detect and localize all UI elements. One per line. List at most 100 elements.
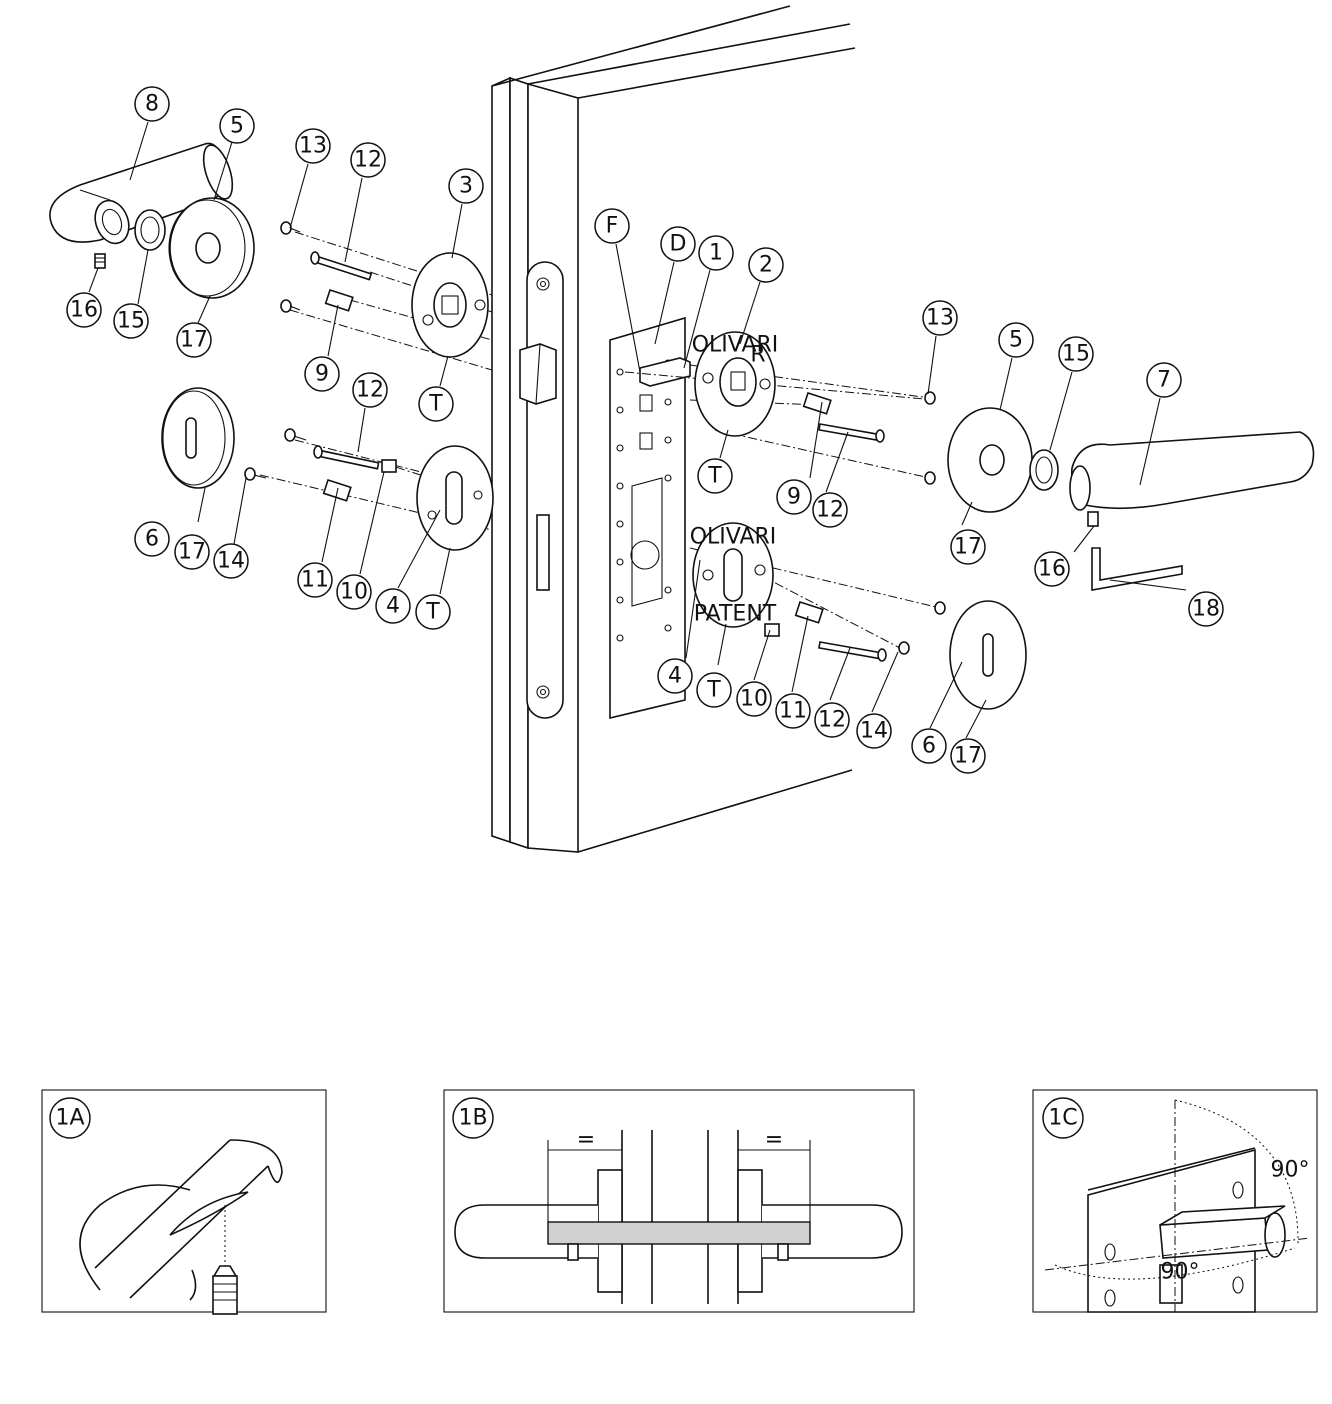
callout-13-left: 13: [295, 128, 331, 164]
left-lower-screws: [244, 428, 397, 502]
callout-T-right-upper: T: [697, 458, 733, 494]
callout-6-left: 6: [134, 521, 170, 557]
left-rose-base-4: [416, 445, 494, 551]
callout-1: 1: [698, 235, 734, 271]
callout-D: D: [660, 226, 696, 262]
svg-text:3: 3: [459, 174, 473, 199]
panel-1A: 1A: [41, 1089, 327, 1315]
svg-text:16: 16: [1038, 557, 1066, 582]
left-screws: [280, 221, 373, 313]
door: [491, 5, 856, 853]
callout-14-left: 14: [213, 543, 249, 579]
callout-12-left-upper: 12: [350, 142, 386, 178]
angle-top: 90°: [1271, 1158, 1310, 1183]
callout-17-right-upper: 17: [950, 529, 986, 565]
lock-faceplate: [526, 261, 564, 719]
angle-bottom: 90°: [1161, 1260, 1200, 1285]
svg-text:T: T: [425, 600, 440, 625]
svg-text:8: 8: [145, 92, 159, 117]
svg-text:13: 13: [926, 306, 954, 331]
right-rose-base-2: OLIVARI R: [692, 331, 778, 437]
callout-16-right: 16: [1034, 551, 1070, 587]
callout-10-left: 10: [336, 574, 372, 610]
callout-11-right: 11: [775, 693, 811, 729]
svg-text:T: T: [707, 464, 722, 489]
svg-text:9: 9: [787, 485, 801, 510]
callout-15-right: 15: [1058, 336, 1094, 372]
svg-text:12: 12: [354, 148, 382, 173]
svg-text:4: 4: [386, 594, 400, 619]
callout-9-left: 9: [304, 356, 340, 392]
svg-text:D: D: [670, 232, 687, 257]
svg-text:T: T: [428, 392, 443, 417]
spindle-bar: [547, 1221, 811, 1245]
callout-10-right: 10: [736, 681, 772, 717]
equal-right: =: [765, 1128, 783, 1153]
rose-upper-mark: R: [750, 343, 765, 368]
svg-text:17: 17: [178, 540, 206, 565]
svg-text:17: 17: [954, 535, 982, 560]
bolt-slot: [536, 514, 550, 591]
callout-12-right-lower: 12: [814, 702, 850, 738]
left-grub-screw-16: [94, 253, 106, 269]
svg-text:6: 6: [922, 734, 936, 759]
right-ring-15: [1029, 449, 1059, 491]
svg-text:17: 17: [954, 744, 982, 769]
svg-text:14: 14: [217, 549, 245, 574]
callout-17-left-upper: 17: [176, 322, 212, 358]
callout-12-right-upper: 12: [812, 492, 848, 528]
right-key-cover-6: [949, 600, 1027, 710]
callout-14-right: 14: [856, 713, 892, 749]
panel-1C: 1C 90° 90°: [1032, 1089, 1318, 1313]
svg-text:1: 1: [709, 241, 723, 266]
svg-text:10: 10: [340, 580, 368, 605]
svg-text:14: 14: [860, 719, 888, 744]
callout-4-right: 4: [657, 658, 693, 694]
svg-text:15: 15: [1062, 342, 1090, 367]
svg-text:13: 13: [299, 134, 327, 159]
svg-text:5: 5: [1009, 328, 1023, 353]
left-handle-8: [49, 142, 234, 245]
rose-lower-mark: PATENT: [694, 602, 777, 627]
callout-F: F: [594, 208, 630, 244]
callout-9-right: 9: [776, 479, 812, 515]
svg-text:12: 12: [818, 708, 846, 733]
svg-text:17: 17: [180, 328, 208, 353]
callout-12-left-lower: 12: [352, 372, 388, 408]
callout-6-right: 6: [911, 728, 947, 764]
left-rose-cover-5: [168, 197, 255, 299]
leader-lines: [88, 121, 1187, 739]
svg-text:11: 11: [301, 568, 329, 593]
svg-text:6: 6: [145, 527, 159, 552]
callout-16-left: 16: [66, 292, 102, 328]
spindle: [639, 357, 691, 387]
callout-3: 3: [448, 168, 484, 204]
allen-key-18: [1091, 547, 1183, 591]
panel-1A-label: 1A: [49, 1097, 91, 1139]
svg-text:1A: 1A: [55, 1106, 84, 1131]
svg-text:T: T: [706, 678, 721, 703]
svg-text:11: 11: [779, 699, 807, 724]
svg-text:7: 7: [1157, 368, 1171, 393]
right-rose-cover-5: [947, 407, 1033, 513]
callout-7: 7: [1146, 362, 1182, 398]
rose-brand-lower: OLIVARI: [690, 525, 777, 550]
panel-1B: 1B = =: [443, 1089, 915, 1313]
svg-text:4: 4: [668, 664, 682, 689]
callout-18: 18: [1188, 591, 1224, 627]
right-rose-base-4: OLIVARI PATENT: [690, 522, 777, 628]
callout-4-left: 4: [375, 588, 411, 624]
callout-T-right-lower: T: [696, 672, 732, 708]
svg-text:18: 18: [1192, 597, 1220, 622]
callout-5-left: 5: [219, 108, 255, 144]
panel-1C-label: 1C: [1042, 1097, 1084, 1139]
svg-text:2: 2: [759, 253, 773, 278]
svg-text:F: F: [606, 214, 619, 239]
right-screws: [764, 391, 946, 662]
right-handle-7: [1069, 431, 1315, 511]
svg-text:1C: 1C: [1048, 1106, 1077, 1131]
callout-2: 2: [748, 247, 784, 283]
callout-8: 8: [134, 86, 170, 122]
svg-text:9: 9: [315, 362, 329, 387]
